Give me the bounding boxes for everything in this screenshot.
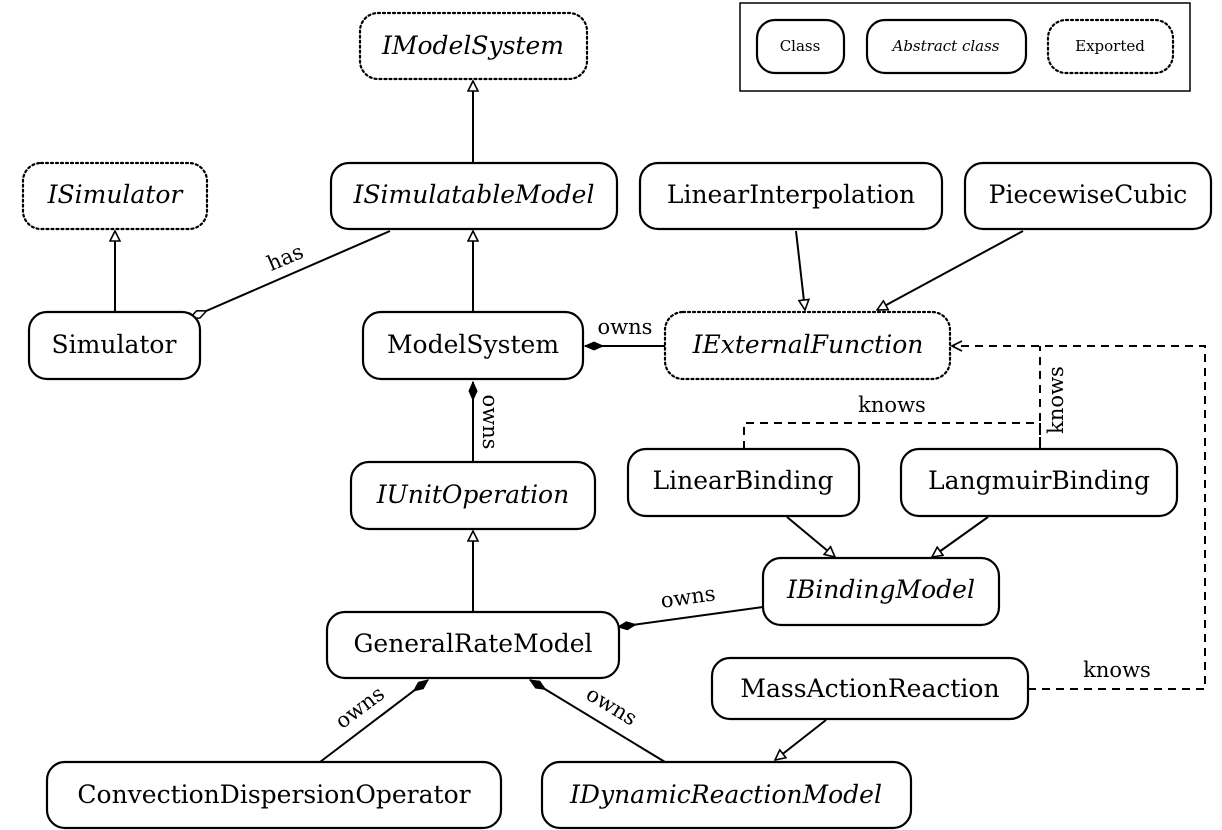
node-imodelsystem[interactable]: IModelSystem [358, 11, 589, 81]
node-piecewisecubic[interactable]: PiecewiseCubic [963, 161, 1213, 231]
node-linearbinding-label: LinearBinding [653, 466, 834, 495]
node-idynamicreactionmodel-label: IDynamicReactionModel [569, 780, 882, 809]
node-convectiondispersionoperator[interactable]: ConvectionDispersionOperator [45, 760, 503, 830]
legend-exported-box [1046, 18, 1175, 75]
node-isimulator-label: ISimulator [47, 180, 185, 209]
node-piecewisecubic-label: PiecewiseCubic [989, 180, 1188, 209]
legend: Class Abstract class Exported [739, 2, 1191, 92]
edge-generalratemodel-owns-convection [319, 679, 428, 763]
node-convectiondispersionoperator-label: ConvectionDispersionOperator [77, 780, 470, 809]
node-idynamicreactionmodel[interactable]: IDynamicReactionModel [540, 760, 913, 830]
node-modelsystem-label: ModelSystem [387, 330, 559, 359]
node-iunitoperation[interactable]: IUnitOperation [349, 460, 597, 531]
node-isimulator[interactable]: ISimulator [21, 161, 209, 231]
label-owns-binding: owns [659, 581, 717, 612]
node-langmuirbinding-label: LangmuirBinding [928, 466, 1150, 495]
edge-generalratemodel-owns-reaction [530, 679, 666, 763]
edges [115, 81, 1206, 763]
legend-class-label: Class [780, 37, 821, 55]
legend-abstract-box [865, 18, 1028, 75]
node-generalratemodel[interactable]: GeneralRateModel [325, 610, 621, 680]
legend-exported-label: Exported [1075, 37, 1145, 55]
edge-langmuirbinding-implements-ibindingmodel [932, 516, 989, 557]
legend-abstract-label: Abstract class [890, 37, 999, 55]
node-linearinterpolation-label: LinearInterpolation [667, 180, 915, 209]
label-owns-convection: owns [331, 681, 389, 733]
edge-linearbinding-knows [743, 422, 1041, 449]
node-iexternalfunction[interactable]: IExternalFunction [663, 310, 952, 381]
node-langmuirbinding[interactable]: LangmuirBinding [899, 447, 1179, 518]
node-generalratemodel-label: GeneralRateModel [353, 629, 592, 658]
legend-class-box [755, 18, 846, 75]
node-linearbinding[interactable]: LinearBinding [626, 447, 861, 518]
label-knows-linear: knows [858, 393, 926, 417]
node-simulator[interactable]: Simulator [27, 310, 202, 381]
node-simulator-label: Simulator [52, 330, 177, 359]
node-iexternalfunction-label: IExternalFunction [692, 330, 924, 359]
label-knows-massaction: knows [1083, 658, 1151, 682]
node-isimulatablemodel-label: ISimulatableModel [353, 180, 595, 209]
label-knows-langmuir: knows [1044, 366, 1068, 434]
label-owns-reaction: owns [582, 682, 641, 731]
label-owns-unitop: owns [478, 395, 502, 450]
edge-piecewisecubic-implements-iexternalfunction [877, 230, 1024, 311]
node-linearinterpolation[interactable]: LinearInterpolation [638, 161, 944, 231]
node-massactionreaction-label: MassActionReaction [740, 674, 999, 703]
edge-generalratemodel-owns-ibindingmodel [618, 606, 764, 627]
edge-massactionreaction-knows-iexternalfunction [952, 346, 1206, 690]
edge-linearinterpolation-implements-iexternalfunction [795, 230, 805, 310]
edge-massactionreaction-implements-idynamicreactionmodel [775, 719, 827, 760]
node-isimulatablemodel[interactable]: ISimulatableModel [329, 161, 619, 231]
node-iunitoperation-label: IUnitOperation [376, 480, 569, 509]
nodes: IModelSystem ISimulator ISimulatableMode… [21, 11, 1213, 830]
node-massactionreaction[interactable]: MassActionReaction [710, 656, 1030, 721]
node-ibindingmodel[interactable]: IBindingModel [761, 556, 1001, 627]
node-modelsystem[interactable]: ModelSystem [361, 310, 585, 381]
edge-linearbinding-implements-ibindingmodel [786, 516, 835, 557]
label-owns-external: owns [598, 315, 653, 339]
node-imodelsystem-label: IModelSystem [381, 31, 564, 60]
node-ibindingmodel-label: IBindingModel [786, 575, 975, 604]
edge-simulator-has-model [190, 230, 391, 319]
